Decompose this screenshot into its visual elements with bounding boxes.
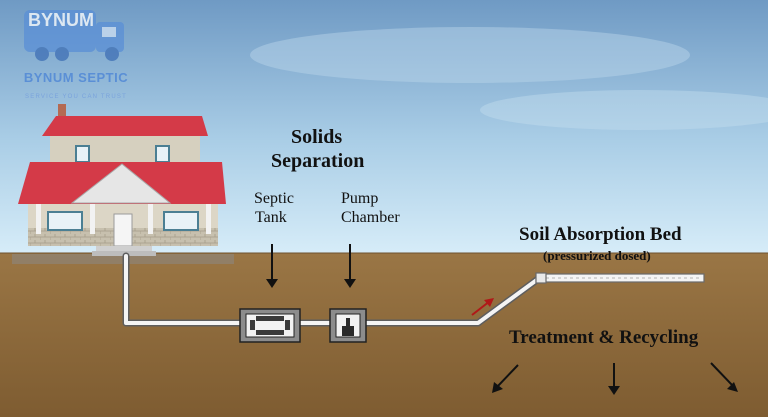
septic-tank-pointer-arrow xyxy=(266,244,278,288)
label-septic-tank-line2: Tank xyxy=(255,209,287,226)
pump-chamber-pointer-arrow xyxy=(344,244,356,288)
flow-direction-arrow xyxy=(471,298,494,316)
pipe-house-to-tank xyxy=(124,254,242,325)
label-treatment-recycling: Treatment & Recycling xyxy=(509,327,699,348)
house xyxy=(12,104,234,264)
cloud xyxy=(480,90,768,130)
logo-company-name: BYNUM SEPTIC xyxy=(23,70,129,85)
label-soil-absorption-bed: Soil Absorption Bed xyxy=(519,224,682,245)
label-pressurized-dosed: (pressurized dosed) xyxy=(543,248,651,263)
absorption-bed-pipe xyxy=(535,272,705,284)
septic-tank xyxy=(239,308,301,343)
logo-truck-text: BYNUM xyxy=(28,10,94,30)
label-solids-separation-line2: Separation xyxy=(271,150,365,172)
pipe-pump-to-bed xyxy=(364,277,540,325)
label-septic-tank-line1: Septic xyxy=(254,190,294,207)
pump-chamber xyxy=(329,308,367,343)
treatment-arrow-center xyxy=(608,363,620,395)
cloud xyxy=(250,27,690,83)
label-solids-separation-line1: Solids xyxy=(291,126,343,148)
label-pump-chamber-line2: Chamber xyxy=(341,209,400,226)
treatment-arrow-left xyxy=(492,364,519,393)
truck-logo: BYNUM xyxy=(24,10,124,61)
treatment-arrow-right xyxy=(710,362,738,392)
label-pump-chamber-line1: Pump xyxy=(341,190,379,207)
logo-tagline: SERVICE YOU CAN TRUST xyxy=(25,94,127,100)
